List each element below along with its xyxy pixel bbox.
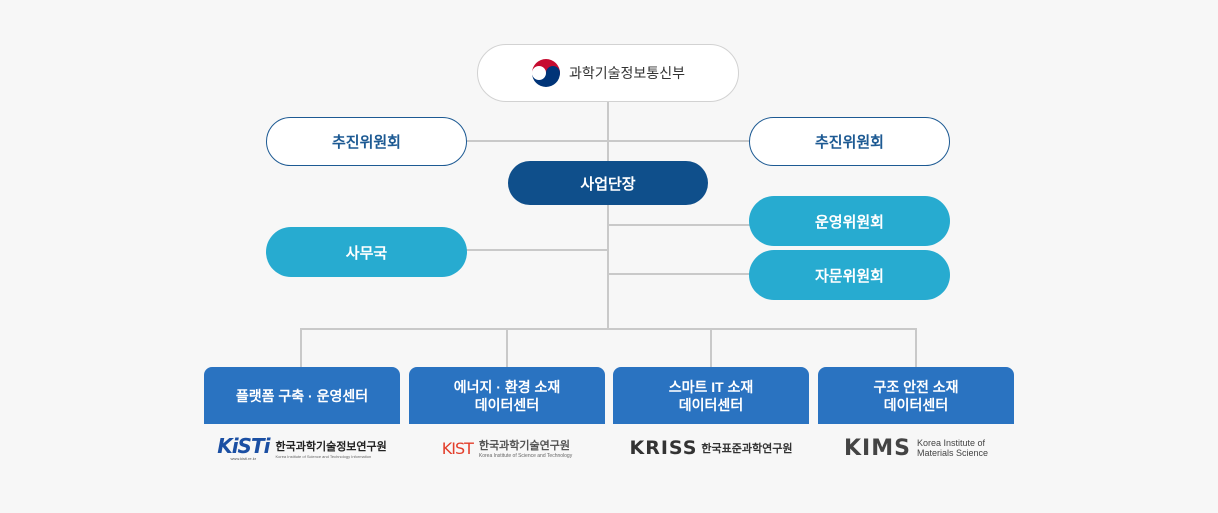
- centers-bus-line: [300, 328, 917, 330]
- kisti-url: www.kisti.re.kr: [230, 455, 257, 461]
- kisti-mark: KiSTi: [217, 433, 270, 458]
- promotion-committee-right-label: 추진위원회: [814, 134, 884, 151]
- ministry-node: 과학기술정보통신부: [477, 44, 739, 102]
- committee-left-connector: [466, 140, 608, 142]
- operations-committee-node: 운영위원회: [749, 196, 950, 246]
- center-energy-line2: 데이터센터: [474, 396, 540, 413]
- operations-committee-label: 운영위원회: [814, 213, 884, 231]
- secretariat-connector: [466, 249, 608, 251]
- center-platform: 플랫폼 구축 · 운영센터: [204, 367, 400, 424]
- government-emblem-icon: [532, 59, 561, 87]
- kist-name: 한국과학기술연구원: [478, 440, 570, 452]
- kriss-mark: KRISS: [629, 437, 698, 459]
- center-energy-line1: 에너지 · 환경 소재: [453, 378, 561, 395]
- kims-logo: KIMS Korea Institute of Materials Scienc…: [818, 428, 1014, 468]
- center-platform-line1: 플랫폼 구축 · 운영센터: [235, 387, 369, 404]
- center-structural-line2: 데이터센터: [883, 396, 949, 413]
- center-smart-it: 스마트 IT 소재 데이터센터: [613, 367, 809, 424]
- center1-drop: [300, 328, 302, 368]
- center4-drop: [915, 328, 917, 368]
- kist-logo: KIST 한국과학기술연구원 Korea Institute of Scienc…: [409, 428, 605, 468]
- advisory-committee-label: 자문위원회: [814, 267, 884, 285]
- kisti-sub: Korea Institute of Science and Technolog…: [275, 453, 372, 459]
- promotion-committee-left: 추진위원회: [266, 117, 467, 166]
- center-structural-line1: 구조 안전 소재: [873, 378, 959, 395]
- advisory-committee-node: 자문위원회: [749, 250, 950, 300]
- kriss-name: 한국표준과학연구원: [701, 443, 793, 455]
- advisory-connector: [608, 273, 750, 275]
- center-smart-it-line1: 스마트 IT 소재: [668, 378, 754, 395]
- secretariat-node: 사무국: [266, 227, 467, 277]
- center-energy: 에너지 · 환경 소재 데이터센터: [409, 367, 605, 424]
- center-structural: 구조 안전 소재 데이터센터: [818, 367, 1014, 424]
- promotion-committee-right: 추진위원회: [749, 117, 950, 166]
- trunk-line: [607, 101, 609, 329]
- kriss-logo: KRISS 한국표준과학연구원: [613, 428, 809, 468]
- kist-mark: KIST: [441, 438, 474, 458]
- kisti-logo: KiSTi www.kisti.re.kr 한국과학기술정보연구원 Korea …: [204, 428, 400, 468]
- director-node: 사업단장: [508, 161, 708, 205]
- promotion-committee-left-label: 추진위원회: [331, 134, 401, 151]
- kims-name-line2: Materials Science: [916, 448, 988, 458]
- center-smart-it-line2: 데이터센터: [678, 396, 744, 413]
- ministry-label: 과학기술정보통신부: [569, 65, 685, 81]
- committee-right-connector: [608, 140, 750, 142]
- kist-sub: Korea Institute of Science and Technolog…: [478, 453, 573, 459]
- kims-mark: KIMS: [843, 435, 911, 461]
- kisti-name: 한국과학기술정보연구원: [275, 440, 387, 453]
- center3-drop: [710, 328, 712, 368]
- operations-connector: [608, 224, 750, 226]
- secretariat-label: 사무국: [345, 244, 388, 262]
- kims-name-line1: Korea Institute of: [916, 438, 986, 448]
- director-label: 사업단장: [580, 175, 636, 193]
- center2-drop: [506, 328, 508, 368]
